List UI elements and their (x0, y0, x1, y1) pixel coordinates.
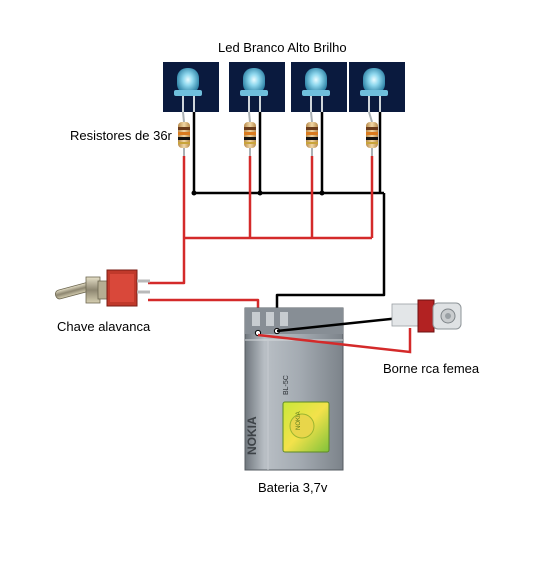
red-wire-rca (257, 328, 412, 354)
led-3 (291, 62, 347, 112)
battery-label: Bateria 3,7v (258, 480, 328, 495)
battery-hologram-text: NOKIA (296, 411, 302, 430)
resistor-3 (306, 111, 318, 156)
resistor-1 (178, 111, 190, 156)
resistor-4 (366, 111, 378, 156)
junction-dot (319, 190, 325, 196)
rca-connector (391, 299, 462, 333)
resistor-2 (244, 111, 256, 156)
battery-brand: NOKIA (245, 416, 259, 455)
led-title-label: Led Branco Alto Brilho (218, 40, 347, 55)
junction-dot (257, 190, 263, 196)
battery-model: BL-5C (283, 375, 290, 395)
junction-dot (191, 190, 197, 196)
switch-label: Chave alavanca (57, 319, 151, 334)
toggle-switch (54, 269, 150, 307)
resistors-label: Resistores de 36r (70, 128, 172, 143)
rca-label: Borne rca femea (383, 361, 480, 376)
led-1 (163, 62, 219, 112)
led-2 (229, 62, 285, 112)
black-wires (192, 112, 386, 330)
led-4 (349, 62, 405, 112)
black-wire-rca (276, 316, 401, 333)
